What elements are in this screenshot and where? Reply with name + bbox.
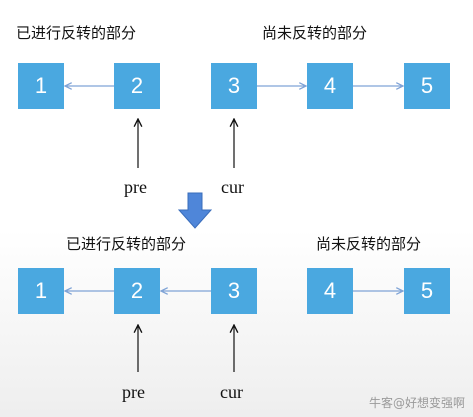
top-node-3: 3: [211, 63, 257, 109]
top-node-4: 4: [307, 63, 353, 109]
top-reversed-label: 已进行反转的部分: [16, 24, 137, 42]
top-cur-label: cur: [221, 177, 244, 197]
bottom-node-4: 4: [307, 268, 353, 314]
bottom-pre-label: pre: [122, 382, 145, 402]
bottom-reversed-label: 已进行反转的部分: [66, 235, 187, 253]
top-node-5: 5: [404, 63, 450, 109]
transition-down-arrow-icon: [177, 192, 213, 229]
bottom-node-5: 5: [404, 268, 450, 314]
top-node-1: 1: [18, 63, 64, 109]
top-pre-label: pre: [124, 177, 147, 197]
bottom-unreversed-label: 尚未反转的部分: [316, 235, 422, 253]
bottom-cur-label: cur: [220, 382, 243, 402]
top-node-2: 2: [114, 63, 160, 109]
bottom-node-3: 3: [211, 268, 257, 314]
top-unreversed-label: 尚未反转的部分: [262, 24, 368, 42]
bottom-node-2: 2: [114, 268, 160, 314]
bottom-node-1: 1: [18, 268, 64, 314]
watermark: 牛客@好想变强啊: [368, 396, 465, 410]
